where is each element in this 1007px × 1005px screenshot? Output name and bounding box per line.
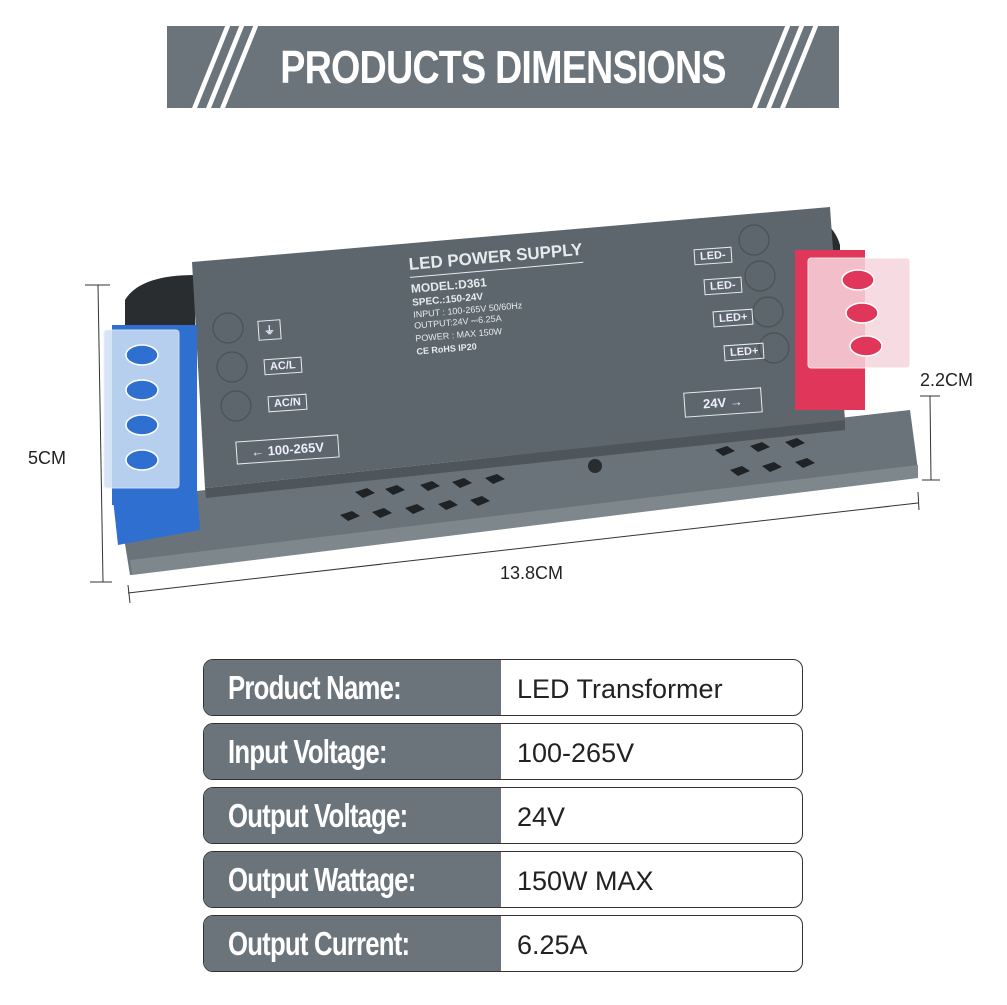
spec-row-output-current: Output Current: 6.25A: [203, 915, 803, 972]
spec-value: 24V: [517, 802, 566, 832]
spec-row-output-wattage: Output Wattage: 150W MAX: [203, 851, 803, 908]
terminal-led-pos-1: LED+: [712, 308, 754, 328]
terminal-ac-n: AC/N: [267, 393, 308, 413]
spec-value: 150W MAX: [517, 866, 654, 896]
spec-table: Product Name: LED Transformer Input Volt…: [203, 659, 803, 979]
device-label: LED POWER SUPPLY MODEL:D361 SPEC.:150-24…: [408, 239, 590, 357]
led-power-supply-illustration: [85, 207, 940, 604]
terminal-led-neg-1: LED-: [693, 246, 733, 266]
title-banner: PRODUCTS DIMENSIONS: [167, 26, 839, 108]
spec-row-input-voltage: Input Voltage: 100-265V: [203, 723, 803, 780]
spec-key: Product Name:: [228, 669, 402, 706]
spec-value: 6.25A: [517, 930, 588, 960]
spec-row-product-name: Product Name: LED Transformer: [203, 659, 803, 716]
height-dimension: 5CM: [28, 448, 67, 468]
spec-key: Input Voltage:: [228, 733, 388, 770]
banner-title: PRODUCTS DIMENSIONS: [280, 41, 726, 93]
spec-value: LED Transformer: [517, 674, 723, 704]
terminal-ac-l: AC/L: [263, 356, 303, 376]
terminal-led-neg-2: LED-: [703, 276, 743, 296]
spec-key: Output Current:: [228, 925, 410, 962]
spec-value: 100-265V: [517, 738, 635, 768]
length-dimension: 13.8CM: [500, 563, 564, 583]
spec-key: Output Wattage:: [228, 861, 416, 898]
terminal-led-pos-2: LED+: [723, 342, 765, 362]
spec-key: Output Voltage:: [228, 797, 408, 834]
terminal-ground: ⏚: [257, 319, 282, 341]
spec-row-output-voltage: Output Voltage: 24V: [203, 787, 803, 844]
depth-dimension: 2.2CM: [920, 370, 974, 390]
